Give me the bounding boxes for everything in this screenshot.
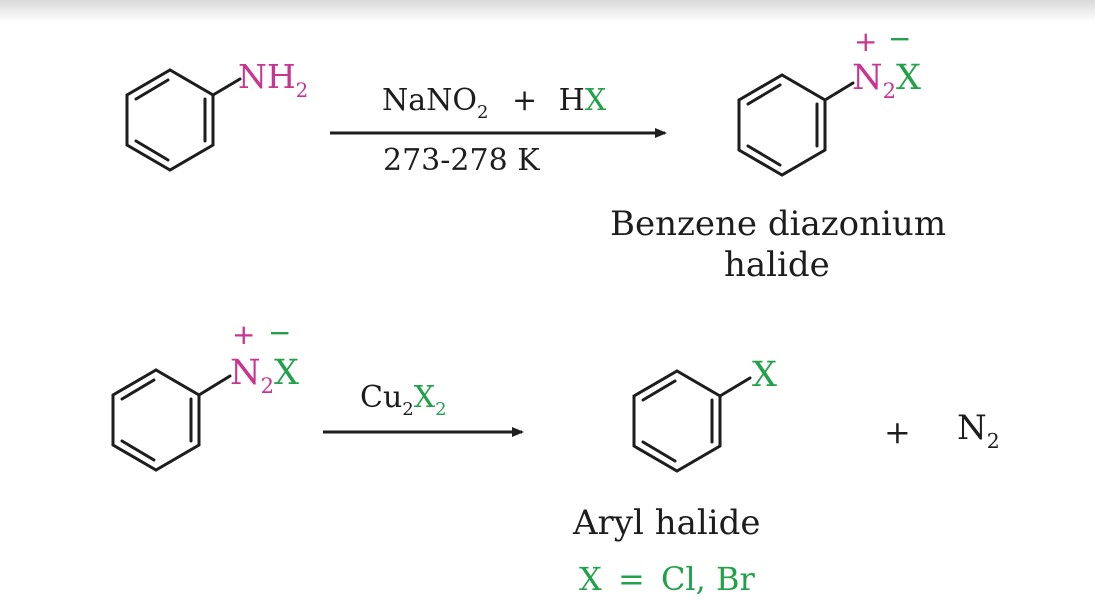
aryl-halide-name: Aryl halide — [573, 503, 761, 543]
benzene-ring-aryl-halide — [632, 369, 752, 473]
benzene-ring-diazonium-reactant — [111, 368, 232, 472]
plus-sign: + — [884, 413, 911, 451]
product-name-line2: halide — [724, 245, 830, 285]
plus-charge-product: + — [854, 25, 878, 58]
diazonium-group-reactant: N2X — [230, 353, 299, 399]
benzene-ring-aniline — [125, 68, 242, 172]
reagent-label-1: NaNO2 + HX — [382, 83, 607, 124]
nitrogen-byproduct: N2 — [957, 408, 1000, 454]
amine-group-label: NH2 — [238, 57, 309, 102]
minus-charge-reactant: − — [268, 316, 292, 349]
minus-charge-product: − — [888, 22, 912, 55]
benzene-ring-diazonium-product — [737, 73, 855, 177]
diazonium-group-product: N2X — [852, 58, 921, 104]
top-shadow-band — [0, 0, 1095, 22]
aryl-halide-substituent: X — [752, 355, 777, 395]
halogen-definition: X = Cl, Br — [579, 560, 755, 598]
product-name-line1: Benzene diazonium — [610, 204, 947, 244]
temperature-condition: 273-278 K — [383, 143, 540, 178]
copper-halide-reagent: Cu2X2 — [360, 380, 447, 421]
plus-charge-reactant: + — [232, 318, 256, 351]
